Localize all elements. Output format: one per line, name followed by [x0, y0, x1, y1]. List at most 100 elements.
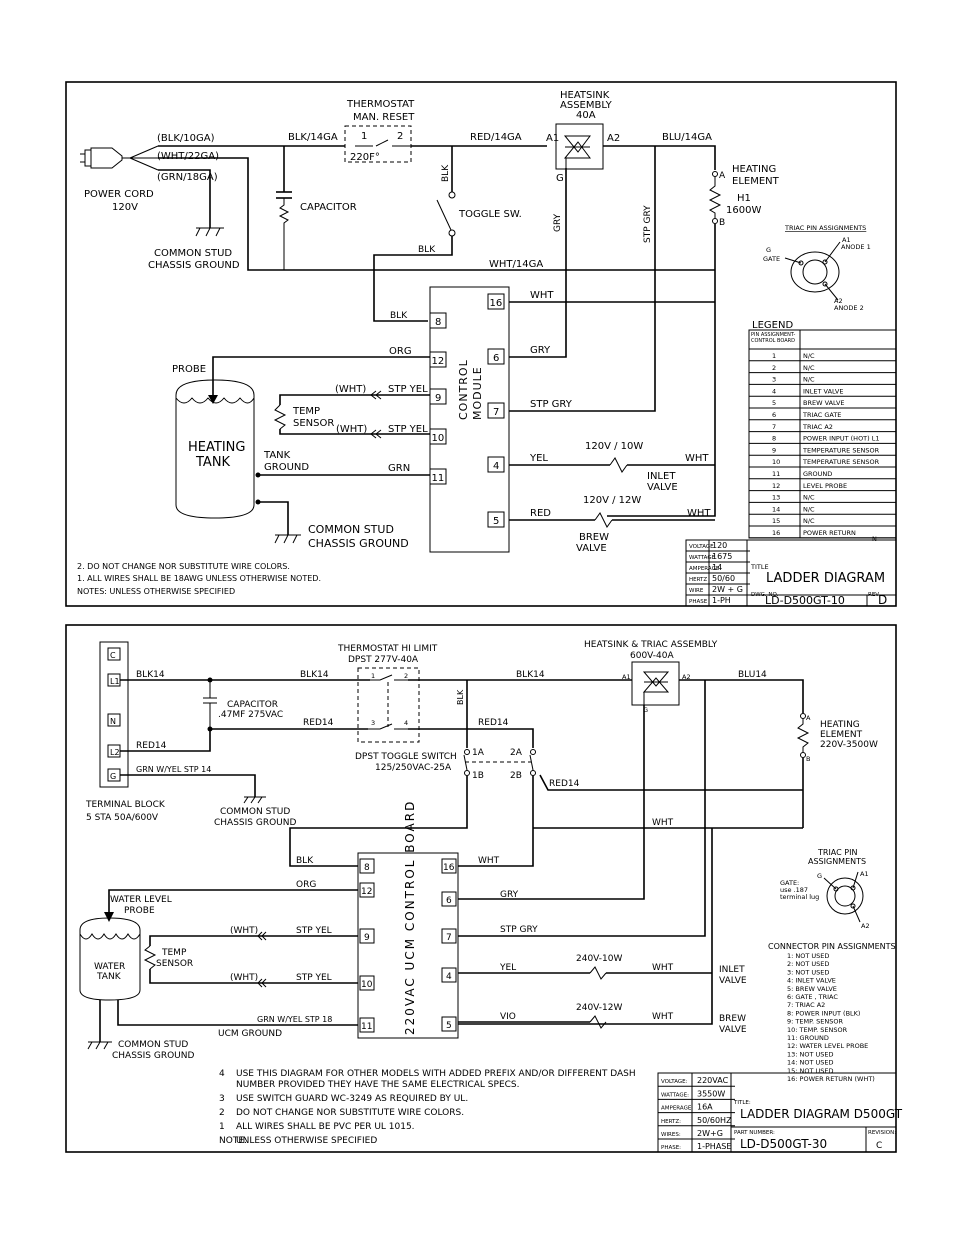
- d2-rev-lbl: REVISION:: [868, 1130, 896, 1136]
- capacitor-label-2: CAPACITOR: [227, 700, 278, 710]
- board-pin-label: 8: [364, 863, 370, 873]
- brew-label: BREW: [579, 532, 609, 543]
- legend-desc: TEMPERATURE SENSOR: [802, 446, 880, 454]
- legend-pin: 14: [772, 505, 780, 513]
- wire-grn-yel: GRN W/YEL STP 14: [136, 765, 211, 774]
- tank-label-2: TANK: [96, 972, 122, 982]
- module-pin-box: [429, 388, 447, 405]
- note-text: NUMBER PROVIDED THEY HAVE THE SAME ELECT…: [236, 1080, 520, 1090]
- wire-vio: VIO: [500, 1012, 516, 1022]
- heatsink-g: G: [556, 173, 564, 184]
- inlet-rating-2: 240V-10W: [576, 954, 623, 964]
- spec-value: 2W + G: [712, 585, 743, 594]
- wire-gry-2: GRY: [500, 890, 519, 900]
- board-pin-box: [359, 928, 375, 944]
- legend-desc: TRIAC A2: [802, 423, 833, 431]
- toggle-bottom-terminal: [448, 229, 456, 237]
- triac-a1: A1: [842, 236, 851, 244]
- legend-pin: 9: [772, 446, 776, 454]
- red-line-2: [408, 728, 534, 748]
- spec-label: AMPERAGE: [689, 566, 720, 572]
- thermostat-box-2: [357, 667, 420, 743]
- note-text: DO NOT CHANGE NOR SUBSTITUTE WIRE COLORS…: [236, 1108, 464, 1118]
- wire-wht-brew: WHT: [687, 508, 711, 519]
- connector-icon-1: [370, 390, 382, 400]
- stp-gry-line-2: [458, 680, 706, 937]
- spec-value: 14: [712, 563, 722, 572]
- probe-line-2: [108, 889, 358, 912]
- heatsink-label: HEATSINK: [560, 90, 610, 101]
- legend-pin: 15: [772, 517, 780, 525]
- return-trunk: [458, 828, 713, 1025]
- heatsink-a1: A1: [546, 133, 559, 144]
- wattage-1600: 1600W: [726, 205, 761, 216]
- heatsink-a2: A2: [607, 133, 620, 144]
- legend-pin: 6: [772, 411, 776, 419]
- wire-gry: GRY: [553, 213, 563, 232]
- hs2-a1: A1: [622, 673, 631, 681]
- d1-note-header: NOTES: UNLESS OTHERWISE SPECIFIED: [77, 587, 235, 596]
- legend-desc: N/C: [803, 364, 815, 372]
- triac-icon: [563, 135, 591, 168]
- board-pin-label: 12: [361, 887, 372, 897]
- spec-value: 3550W: [697, 1089, 725, 1098]
- legend-desc: N/C: [803, 505, 815, 513]
- board-pin-box: [441, 928, 457, 944]
- spec-value: 1675: [712, 552, 732, 561]
- dpst-1a: 1A: [472, 748, 485, 758]
- d1-rev-lbl: REV: [868, 592, 879, 598]
- triac2-gate-lug: use .187: [780, 886, 808, 894]
- brew-label-2: BREW: [719, 1014, 746, 1024]
- wire-grn: GRN: [388, 463, 410, 474]
- connector-row: 1: NOT USED: [787, 952, 829, 960]
- dpst-2a: 2A: [510, 748, 523, 758]
- inlet-valve-coil-icon-2: [589, 966, 607, 980]
- wire-wht-16: WHT: [530, 290, 554, 301]
- wire-wht-inlet: WHT: [685, 453, 709, 464]
- tank-ground-label-1: TANK: [263, 450, 291, 461]
- diagram2-border: [65, 624, 897, 1153]
- sensor-label: SENSOR: [293, 418, 334, 429]
- ground-wire: [158, 169, 211, 228]
- connector-row: 11: GROUND: [787, 1034, 829, 1042]
- board-pin-label: 16: [443, 863, 455, 873]
- ground-icon-2: [274, 534, 301, 544]
- wire-wht-16-2: WHT: [478, 856, 500, 866]
- wire-blu14: BLU/14GA: [662, 132, 712, 143]
- board-pin-box: [359, 882, 375, 898]
- connector-row: 16: POWER RETURN (WHT): [787, 1075, 875, 1083]
- wire-blk14: BLK/14GA: [288, 132, 338, 143]
- legend-desc: TEMPERATURE SENSOR: [802, 458, 880, 466]
- dpst-1b: 1B: [472, 771, 484, 781]
- heating-tank: [175, 379, 255, 519]
- element-a: A: [719, 171, 726, 181]
- dpst-label: DPST TOGGLE SWITCH: [355, 752, 457, 762]
- terminal-label: G: [110, 772, 116, 781]
- heating-tank-label: HEATING: [188, 440, 245, 455]
- note-number: 1: [219, 1122, 225, 1132]
- module-pin-box: [429, 312, 447, 329]
- module-pin-label: 11: [432, 473, 445, 484]
- connector-row: 4: INLET VALVE: [787, 977, 836, 985]
- heatsink-label-2: HEATSINK & TRIAC ASSEMBLY: [584, 640, 718, 650]
- legend-desc: N/C: [803, 352, 815, 360]
- ucm-ground-label: UCM GROUND: [218, 1029, 282, 1039]
- module-pin-box: [487, 402, 505, 419]
- connector-title: CONNECTOR PIN ASSIGNMENTS: [768, 942, 896, 951]
- common-stud-label-3: COMMON STUD: [220, 807, 290, 817]
- ucm-ground-line: [117, 1000, 358, 1026]
- legend-desc: POWER INPUT (HOT) L1: [803, 435, 880, 443]
- wire-grn-yel18: GRN W/YEL STP 18: [257, 1015, 332, 1024]
- inlet-valve-label-2: VALVE: [719, 976, 747, 986]
- wire-red14-d: RED14: [549, 779, 580, 789]
- probe-label: PROBE: [172, 364, 206, 375]
- connector-row: 13: NOT USED: [787, 1050, 834, 1058]
- common-stud-label-1: COMMON STUD: [154, 248, 232, 259]
- spec-label: VOLTAGE: [689, 544, 714, 550]
- capacitor-icon: [276, 146, 292, 270]
- wire-red14-b: RED14: [303, 718, 334, 728]
- ground-icon-3: [243, 796, 266, 804]
